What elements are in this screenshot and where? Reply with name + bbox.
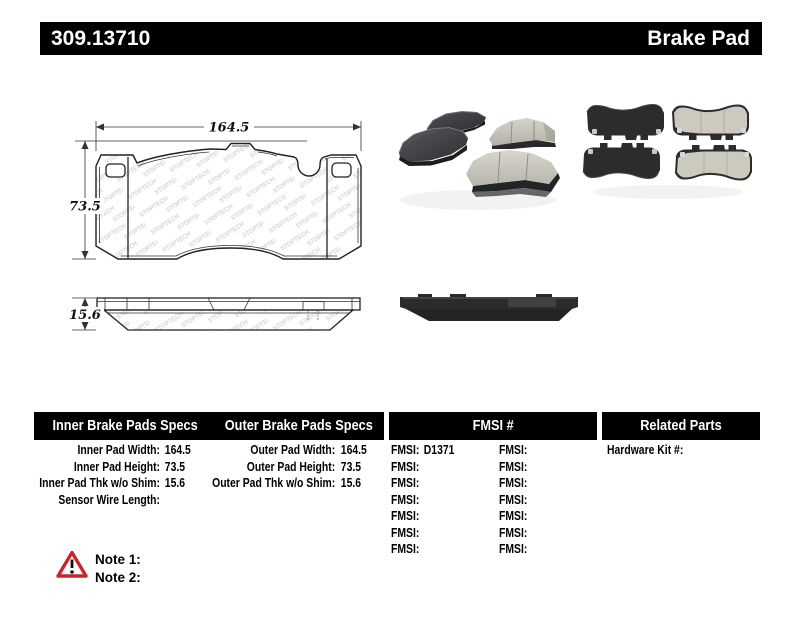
header-inner-specs: Inner Brake Pads Specs xyxy=(52,417,198,434)
outer-spec-label: Outer Pad Width: xyxy=(250,442,336,457)
fmsi-label: FMSI: xyxy=(499,491,528,507)
inner-spec-value: 73.5 xyxy=(164,458,186,474)
fmsi-label: FMSI: xyxy=(499,541,528,556)
fmsi-value xyxy=(532,541,607,558)
related-parts-table: Hardware Kit #: xyxy=(607,442,683,459)
pads-photo-perspective xyxy=(398,110,560,210)
fmsi-value xyxy=(532,525,607,542)
pads-photo-flat xyxy=(582,103,753,199)
fmsi-label: FMSI: xyxy=(391,475,420,490)
fmsi-value xyxy=(424,475,499,492)
fmsi-value xyxy=(532,508,607,525)
dimension-thickness: 15.6 xyxy=(66,297,104,331)
pad-photo-ceramic-bottom xyxy=(674,144,753,181)
pad-specs-table: Inner Pad Width: 164.5 Outer Pad Width: … xyxy=(0,442,367,508)
fmsi-value: D1371 xyxy=(423,442,455,457)
fmsi-value xyxy=(532,475,607,492)
fmsi-row: FMSI: FMSI: xyxy=(391,525,607,542)
pad-ear-hole-left xyxy=(105,163,126,178)
pad-side-friction xyxy=(102,309,355,331)
table-header-fmsi: FMSI # xyxy=(389,412,597,440)
pad-photo-side xyxy=(400,294,578,321)
title-bar: 309.13710 Brake Pad xyxy=(40,22,762,55)
pad-front-outline xyxy=(95,142,362,260)
pad-ear-hole-right xyxy=(331,162,352,178)
part-number: 309.13710 xyxy=(51,26,151,50)
table-header-related: Related Parts xyxy=(602,412,760,440)
spec-row: Inner Pad Thk w/o Shim: 15.6 Outer Pad T… xyxy=(0,475,367,492)
inner-spec-value: 15.6 xyxy=(164,475,186,490)
fmsi-label: FMSI: xyxy=(391,541,420,556)
fmsi-label: FMSI: xyxy=(499,508,528,523)
pad-photo-black-bottom xyxy=(582,142,661,179)
pad-photo-light-bottom xyxy=(466,150,560,197)
outer-spec-value: 73.5 xyxy=(340,458,362,474)
pad-photo-light-right xyxy=(489,118,556,149)
fmsi-label: FMSI: xyxy=(391,458,420,474)
fmsi-label: FMSI: xyxy=(391,508,420,523)
width-dimension-label: 164.5 xyxy=(209,121,250,136)
dimension-width: 164.5 xyxy=(95,119,362,151)
table-header-specs: Inner Brake Pads Specs Outer Brake Pads … xyxy=(34,412,384,440)
pad-side-plate xyxy=(96,297,361,311)
fmsi-label: FMSI: xyxy=(499,442,528,457)
fmsi-value xyxy=(532,442,607,459)
technical-drawing: STOPTECH STOPTECH 164.5 73.5 xyxy=(66,119,362,331)
notes: Note 1: Note 2: xyxy=(95,551,141,587)
fmsi-value xyxy=(424,492,499,509)
fmsi-value xyxy=(424,459,499,476)
fmsi-label: FMSI: xyxy=(391,442,420,457)
fmsi-value xyxy=(532,492,607,509)
fmsi-value xyxy=(424,525,499,542)
fmsi-row: FMSI: FMSI: xyxy=(391,508,607,525)
side-view xyxy=(96,297,361,331)
fmsi-value xyxy=(424,508,499,525)
header-outer-specs: Outer Brake Pads Specs xyxy=(224,417,373,434)
outer-spec-value: 164.5 xyxy=(340,442,367,457)
fmsi-label: FMSI: xyxy=(391,491,420,507)
inner-spec-label: Inner Pad Thk w/o Shim: xyxy=(39,475,160,490)
pad-photo-ceramic-top xyxy=(672,104,749,140)
pad-front-chamfer-lines xyxy=(127,157,328,258)
header-fmsi: FMSI # xyxy=(472,417,514,434)
height-dimension-label: 73.5 xyxy=(69,200,101,215)
pad-photo-dark-left xyxy=(398,126,469,166)
fmsi-label: FMSI: xyxy=(391,524,420,540)
page-title: Brake Pad xyxy=(647,26,750,50)
inner-spec-label: Inner Pad Width: xyxy=(77,442,160,457)
fmsi-label: FMSI: xyxy=(499,475,528,490)
outer-spec-value: 15.6 xyxy=(340,475,362,490)
outer-spec-label xyxy=(205,492,335,509)
thickness-dimension-label: 15.6 xyxy=(69,308,101,323)
pad-photo-black-top xyxy=(586,103,664,140)
fmsi-row: FMSI: FMSI: xyxy=(391,541,607,558)
inner-spec-value: 164.5 xyxy=(164,442,191,457)
fmsi-row: FMSI: FMSI: xyxy=(391,459,607,476)
outer-spec-label: Outer Pad Thk w/o Shim: xyxy=(212,475,336,490)
outer-spec-label: Outer Pad Height: xyxy=(246,458,336,474)
dimension-height: 73.5 xyxy=(66,140,307,260)
spec-row: Inner Pad Width: 164.5 Outer Pad Width: … xyxy=(0,442,367,459)
fmsi-label: FMSI: xyxy=(499,458,528,474)
fmsi-value xyxy=(424,541,499,558)
warning-icon xyxy=(56,550,88,578)
spec-row: Sensor Wire Length: xyxy=(0,492,367,509)
fmsi-row: FMSI: FMSI: xyxy=(391,475,607,492)
related-row: Hardware Kit #: xyxy=(607,442,683,459)
related-label: Hardware Kit #: xyxy=(607,442,684,457)
inner-spec-value xyxy=(165,492,205,509)
inner-spec-label: Inner Pad Height: xyxy=(73,458,160,474)
fmsi-label: FMSI: xyxy=(499,524,528,540)
note-line: Note 2: xyxy=(95,570,141,585)
note-line: Note 1: xyxy=(95,552,141,567)
fmsi-value xyxy=(532,459,607,476)
inner-spec-label: Sensor Wire Length: xyxy=(58,491,161,507)
header-related: Related Parts xyxy=(640,417,722,434)
spec-row: Inner Pad Height: 73.5 Outer Pad Height:… xyxy=(0,459,367,476)
front-view xyxy=(95,142,362,260)
fmsi-row: FMSI: FMSI: xyxy=(391,492,607,509)
